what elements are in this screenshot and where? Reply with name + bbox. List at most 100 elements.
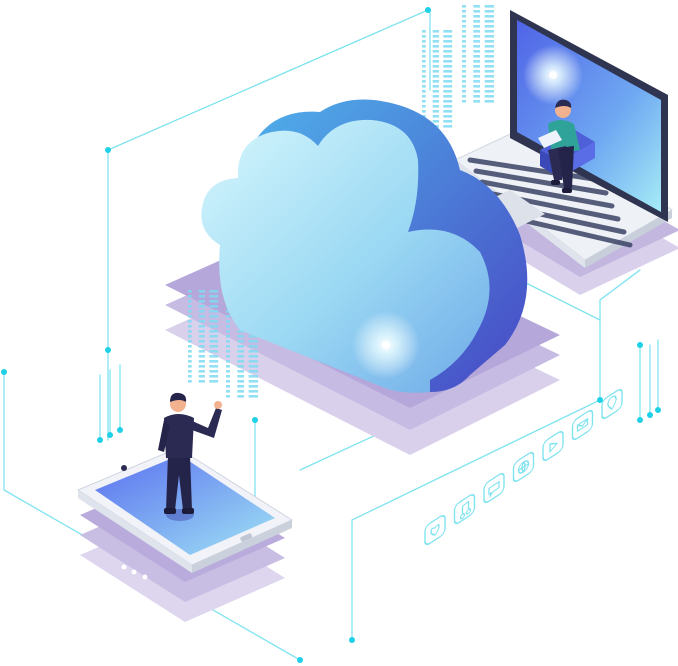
circuit-node bbox=[637, 342, 643, 348]
play-icon bbox=[542, 430, 564, 462]
data-bit bbox=[248, 360, 259, 363]
data-bit bbox=[209, 340, 219, 343]
data-bit bbox=[226, 310, 230, 313]
location-pin-icon bbox=[601, 388, 623, 420]
data-bit bbox=[198, 345, 205, 348]
data-bit bbox=[462, 60, 466, 63]
data-bit bbox=[484, 35, 495, 38]
data-bit bbox=[473, 50, 481, 53]
data-bit bbox=[237, 335, 245, 338]
circuit-node bbox=[252, 417, 258, 423]
circuit-node bbox=[1, 369, 7, 375]
data-bit bbox=[248, 345, 259, 348]
data-bit bbox=[462, 90, 466, 93]
data-bit bbox=[198, 335, 205, 338]
data-bit bbox=[248, 355, 259, 358]
data-bit bbox=[226, 325, 230, 328]
circuit-node bbox=[107, 432, 113, 438]
data-bit bbox=[226, 350, 230, 353]
heart-icon bbox=[424, 514, 446, 546]
data-bit bbox=[443, 115, 453, 118]
data-bit bbox=[209, 325, 219, 328]
data-bit bbox=[226, 380, 230, 383]
data-bit bbox=[422, 70, 426, 73]
data-bit bbox=[237, 340, 245, 343]
data-bit bbox=[443, 45, 453, 48]
data-bit bbox=[473, 25, 481, 28]
data-bit bbox=[198, 305, 205, 308]
data-bit bbox=[226, 340, 230, 343]
data-bit bbox=[198, 330, 205, 333]
data-bit bbox=[462, 20, 466, 23]
data-bit bbox=[209, 355, 219, 358]
data-bit bbox=[443, 35, 453, 38]
data-bit bbox=[248, 350, 259, 353]
cloud-front bbox=[201, 119, 490, 393]
data-bit bbox=[443, 50, 453, 53]
data-bit bbox=[422, 40, 426, 43]
circuit-nodes bbox=[1, 7, 661, 663]
data-bit bbox=[473, 100, 481, 103]
data-bit bbox=[432, 95, 439, 98]
circuit-node bbox=[117, 427, 123, 433]
data-bit bbox=[209, 320, 219, 323]
data-bit bbox=[432, 40, 439, 43]
data-bit bbox=[443, 40, 453, 43]
data-bit bbox=[473, 85, 481, 88]
data-bit bbox=[443, 65, 453, 68]
data-bit bbox=[462, 10, 466, 13]
data-bit bbox=[432, 90, 439, 93]
data-bit bbox=[226, 330, 230, 333]
data-bit bbox=[432, 75, 439, 78]
data-bit bbox=[248, 365, 259, 368]
data-bit bbox=[473, 20, 481, 23]
data-bit bbox=[443, 55, 453, 58]
keyboard-row bbox=[473, 168, 609, 196]
data-bit bbox=[432, 100, 439, 103]
data-bit bbox=[226, 345, 230, 348]
data-bit bbox=[237, 365, 245, 368]
data-bit bbox=[473, 5, 481, 8]
data-bit bbox=[248, 370, 259, 373]
data-bit bbox=[484, 50, 495, 53]
data-bit bbox=[226, 360, 230, 363]
data-bit bbox=[198, 325, 205, 328]
data-bit bbox=[462, 45, 466, 48]
circuit-node bbox=[105, 147, 111, 153]
data-bit bbox=[484, 45, 495, 48]
data-bit bbox=[473, 60, 481, 63]
data-bit bbox=[188, 290, 192, 293]
data-bit bbox=[198, 355, 205, 358]
data-bit bbox=[432, 50, 439, 53]
data-bit bbox=[209, 375, 219, 378]
data-bit bbox=[188, 375, 192, 378]
data-bit bbox=[188, 355, 192, 358]
data-panel bbox=[422, 30, 453, 128]
data-bit bbox=[248, 340, 259, 343]
data-bit bbox=[484, 60, 495, 63]
data-bit bbox=[188, 370, 192, 373]
circuit-node bbox=[105, 347, 111, 353]
data-bit bbox=[473, 75, 481, 78]
data-bit bbox=[226, 375, 230, 378]
data-bit bbox=[462, 95, 466, 98]
data-bit bbox=[432, 45, 439, 48]
circuit-lines bbox=[3, 9, 659, 661]
data-bit bbox=[484, 95, 495, 98]
data-bit bbox=[248, 395, 259, 398]
data-bit bbox=[432, 65, 439, 68]
data-bit bbox=[226, 335, 230, 338]
data-bit bbox=[237, 370, 245, 373]
data-panel bbox=[188, 290, 219, 383]
circuit-node bbox=[297, 657, 303, 663]
data-bit bbox=[484, 65, 495, 68]
data-bit bbox=[484, 5, 495, 8]
data-bit bbox=[188, 330, 192, 333]
data-bit bbox=[473, 80, 481, 83]
data-bit bbox=[443, 100, 453, 103]
data-bit bbox=[422, 35, 426, 38]
data-bit bbox=[198, 375, 205, 378]
data-bit bbox=[248, 380, 259, 383]
data-bit bbox=[484, 85, 495, 88]
